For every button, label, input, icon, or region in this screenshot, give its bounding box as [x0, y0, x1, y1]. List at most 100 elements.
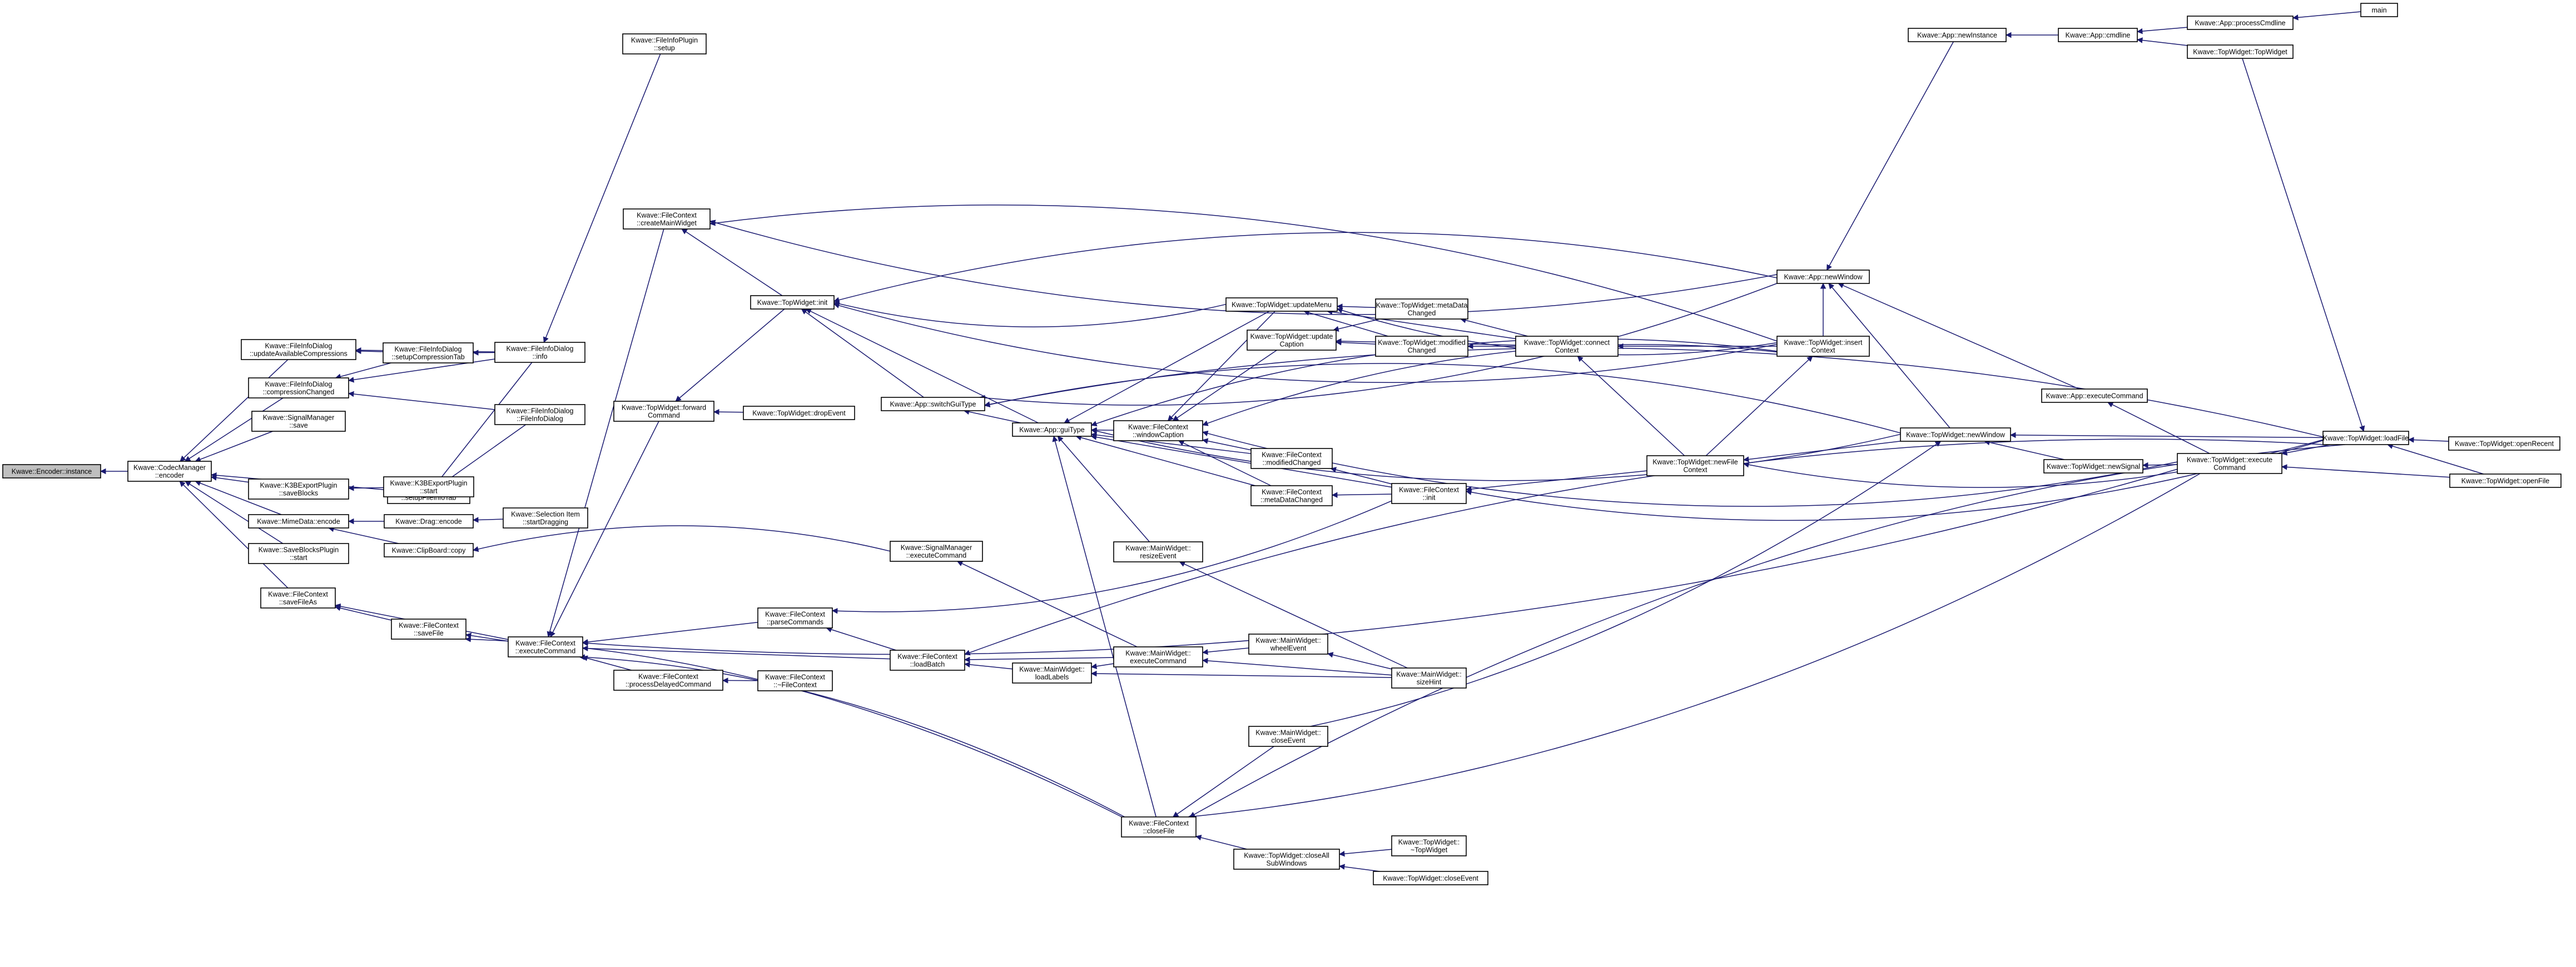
function-node[interactable]: Kwave::FileInfoPlugin::setup [622, 33, 707, 54]
call-edge [964, 661, 1013, 670]
node-box [1776, 270, 1870, 284]
function-node[interactable]: Kwave::App::newWindow [1776, 270, 1870, 284]
call-edge [1465, 440, 2324, 521]
node-box [384, 514, 474, 529]
function-node[interactable]: Kwave::TopWidget::closeEvent [1373, 871, 1488, 885]
function-node[interactable]: Kwave::MainWidget::resizeEvent [1113, 541, 1203, 562]
node-box [1646, 455, 1744, 476]
function-node[interactable]: Kwave::MainWidget::executeCommand [1113, 646, 1203, 667]
function-node[interactable]: Kwave::MainWidget::loadLabels [1012, 662, 1092, 684]
function-node[interactable]: Kwave::MimeData::encode [248, 514, 349, 529]
function-node[interactable]: Kwave::FileContext::~FileContext [757, 670, 833, 691]
call-edge [1705, 356, 1813, 456]
node-box [1776, 336, 1870, 357]
function-node[interactable]: Kwave::K3BExportPlugin::saveBlocks [248, 478, 349, 500]
node-box [1121, 816, 1197, 838]
function-node[interactable]: Kwave::App::executeCommand [2041, 388, 2148, 403]
function-node[interactable]: Kwave::FileContext::init [1391, 483, 1467, 504]
function-node[interactable]: Kwave::TopWidget::newWindow [1900, 427, 2011, 442]
function-node[interactable]: Kwave::CodecManager::encoder [127, 461, 212, 482]
function-node[interactable]: Kwave::FileInfoDialog::info [494, 342, 585, 363]
function-node[interactable]: Kwave::App::switchGuiType [881, 397, 985, 411]
function-node[interactable]: Kwave::App::processCmdline [2187, 16, 2294, 30]
function-node[interactable]: Kwave::SaveBlocksPlugin::start [248, 543, 349, 564]
node-label: ::saveBlocks [279, 490, 318, 497]
function-node[interactable]: Kwave::TopWidget::openRecent [2448, 436, 2560, 451]
node-label: ::saveFileAs [279, 599, 317, 606]
function-node[interactable]: Kwave::FileContext::parseCommands [757, 607, 833, 629]
node-box [757, 670, 833, 691]
function-node[interactable]: Kwave::SignalManager::executeCommand [890, 541, 983, 562]
call-edge [334, 605, 392, 621]
function-node[interactable]: Kwave::Selection Item::startDragging [503, 507, 588, 529]
node-label: Kwave::App::switchGuiType [890, 401, 976, 408]
call-edge [543, 53, 661, 343]
function-node[interactable]: Kwave::Drag::encode [384, 514, 474, 529]
function-node[interactable]: Kwave::TopWidget::openFile [2449, 473, 2562, 488]
function-node[interactable]: Kwave::SignalManager::save [251, 411, 346, 432]
node-box [2058, 28, 2138, 42]
call-edge [472, 525, 891, 552]
node-label: Kwave::FileContext [1262, 489, 1322, 496]
function-node[interactable]: Kwave::MainWidget::sizeHint [1391, 667, 1467, 689]
function-node[interactable]: Kwave::FileInfoDialog::setupCompressionT… [383, 342, 474, 363]
function-node[interactable]: main [2360, 3, 2398, 17]
function-node[interactable]: Kwave::ClipBoard::copy [384, 543, 474, 557]
function-node[interactable]: Kwave::MainWidget::wheelEvent [1248, 634, 1328, 655]
function-node[interactable]: Kwave::K3BExportPlugin::start [383, 476, 474, 497]
function-node[interactable]: Kwave::TopWidget::TopWidget [2187, 44, 2294, 59]
function-node[interactable]: Kwave::FileContext::modifiedChanged [1250, 448, 1333, 469]
function-node[interactable]: Kwave::FileInfoDialog::FileInfoDialog [494, 404, 585, 425]
node-label: Kwave::TopWidget::loadFile [2323, 435, 2409, 442]
call-edge [1327, 652, 1392, 670]
function-node[interactable]: Kwave::MainWidget::closeEvent [1248, 726, 1328, 747]
call-edge [582, 622, 758, 645]
node-box [1391, 483, 1467, 504]
call-edge [179, 481, 289, 589]
focus-node[interactable]: Kwave::Encoder::instance [2, 464, 101, 478]
function-node[interactable]: Kwave::TopWidget::executeCommand [2177, 453, 2282, 474]
function-node[interactable]: Kwave::TopWidget::loadFile [2322, 431, 2409, 445]
function-node[interactable]: Kwave::FileContext::processDelayedComman… [613, 670, 723, 691]
node-label: ::createMainWidget [637, 220, 697, 227]
node-box [2360, 3, 2398, 17]
node-box [508, 636, 583, 657]
function-node[interactable]: Kwave::FileContext::saveFile [391, 619, 466, 640]
function-node[interactable]: Kwave::TopWidget::modifiedChanged [1375, 336, 1468, 357]
function-node[interactable]: Kwave::App::newInstance [1908, 28, 2007, 42]
function-node[interactable]: Kwave::TopWidget::updateMenu [1225, 297, 1338, 312]
call-edge [2281, 444, 2331, 456]
function-node[interactable]: Kwave::FileContext::createMainWidget [623, 208, 711, 230]
call-edge [1189, 444, 2345, 818]
node-label: Kwave::TopWidget::newFile [1652, 458, 1738, 466]
function-node[interactable]: Kwave::FileContext::executeCommand [508, 636, 583, 657]
function-node[interactable]: Kwave::App::guiType [1012, 422, 1092, 437]
function-node[interactable]: Kwave::TopWidget::dropEvent [743, 406, 855, 420]
node-label: Command [2213, 464, 2246, 472]
call-edge [185, 481, 284, 544]
function-node[interactable]: Kwave::TopWidget::metaDataChanged [1375, 298, 1468, 320]
function-node[interactable]: Kwave::FileInfoDialog::compressionChange… [248, 377, 349, 398]
function-node[interactable]: Kwave::App::cmdline [2058, 28, 2138, 42]
function-node[interactable]: Kwave::TopWidget::init [750, 295, 835, 310]
node-label: ::init [1423, 494, 1436, 502]
call-edge [2281, 464, 2450, 478]
function-node[interactable]: Kwave::FileInfoDialog::updateAvailableCo… [241, 339, 356, 360]
function-node[interactable]: Kwave::FileContext::loadBatch [890, 650, 965, 671]
function-node[interactable]: Kwave::TopWidget::~TopWidget [1391, 835, 1467, 856]
function-node[interactable]: Kwave::FileContext::saveFileAs [260, 587, 336, 609]
function-node[interactable]: Kwave::TopWidget::newSignal [2043, 459, 2143, 473]
node-label: Kwave::MainWidget:: [1125, 650, 1190, 657]
function-node[interactable]: Kwave::FileContext::closeFile [1121, 816, 1197, 838]
function-node[interactable]: Kwave::FileContext::windowCaption [1113, 420, 1203, 441]
node-label: Kwave::FileContext [638, 673, 698, 681]
node-label: Command [648, 412, 680, 420]
node-box [1375, 298, 1468, 320]
function-node[interactable]: Kwave::FileContext::metaDataChanged [1250, 485, 1333, 506]
